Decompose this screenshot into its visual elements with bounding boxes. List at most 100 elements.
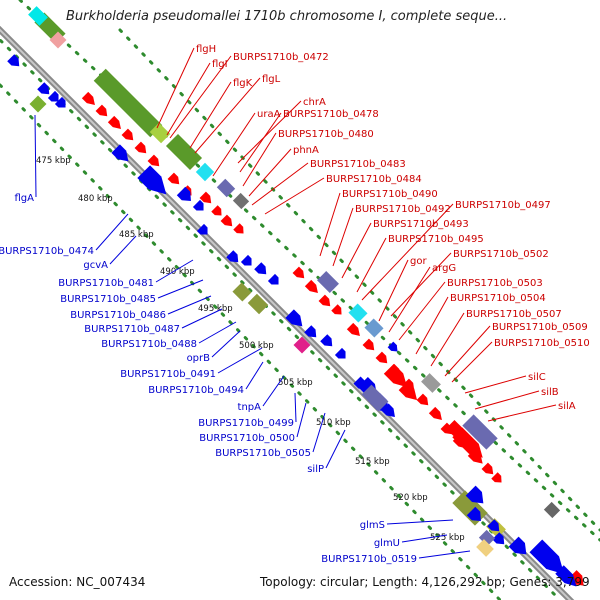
gene-shape[interactable] bbox=[361, 384, 389, 412]
forward-gene[interactable] bbox=[211, 205, 224, 218]
gene-label-uraA[interactable]: uraA bbox=[257, 109, 281, 120]
misc-feature[interactable] bbox=[364, 318, 384, 338]
misc-feature[interactable] bbox=[478, 529, 496, 547]
gene-shape[interactable] bbox=[220, 214, 236, 230]
gene-shape[interactable] bbox=[331, 304, 344, 317]
forward-gene[interactable] bbox=[81, 91, 98, 108]
gene-shape[interactable] bbox=[428, 406, 445, 423]
gene-shape[interactable] bbox=[387, 341, 401, 355]
gene-shape[interactable] bbox=[267, 273, 282, 288]
forward-gene[interactable] bbox=[95, 104, 111, 120]
gene-shape[interactable] bbox=[334, 347, 349, 362]
cds-block[interactable] bbox=[149, 122, 171, 144]
gene-shape[interactable] bbox=[233, 223, 246, 236]
gene-shape[interactable] bbox=[421, 373, 441, 393]
gene-label-argG[interactable]: argG bbox=[432, 263, 456, 274]
reverse-gene[interactable] bbox=[466, 506, 485, 525]
rrna-block[interactable] bbox=[247, 293, 269, 315]
gene-shape[interactable] bbox=[254, 262, 270, 278]
misc-feature[interactable] bbox=[421, 373, 441, 393]
gene-label-BURPS1710b_0510[interactable]: BURPS1710b_0510 bbox=[494, 338, 590, 349]
gene-shape[interactable] bbox=[29, 95, 47, 113]
gene-shape[interactable] bbox=[543, 501, 561, 519]
gene-label-BURPS1710b_0493[interactable]: BURPS1710b_0493 bbox=[373, 219, 469, 230]
reverse-gene[interactable] bbox=[226, 250, 242, 266]
misc-feature[interactable] bbox=[216, 178, 236, 198]
forward-gene[interactable] bbox=[362, 338, 378, 354]
gene-shape[interactable] bbox=[211, 205, 224, 218]
reverse-gene[interactable] bbox=[7, 54, 23, 70]
forward-gene[interactable] bbox=[121, 128, 137, 144]
gene-label-BURPS1710b_0497[interactable]: BURPS1710b_0497 bbox=[455, 200, 551, 211]
gene-shape[interactable] bbox=[167, 172, 183, 188]
forward-gene[interactable] bbox=[134, 141, 150, 157]
gene-shape[interactable] bbox=[462, 414, 498, 450]
gene-shape[interactable] bbox=[375, 351, 391, 367]
forward-gene[interactable] bbox=[491, 472, 504, 485]
cds-block[interactable] bbox=[29, 95, 47, 113]
gene-label-tnpA[interactable]: tnpA bbox=[238, 402, 262, 413]
gene-shape[interactable] bbox=[240, 254, 255, 269]
forward-gene[interactable] bbox=[199, 191, 215, 207]
reverse-gene[interactable] bbox=[320, 334, 336, 350]
forward-gene[interactable] bbox=[481, 462, 497, 478]
gene-shape[interactable] bbox=[37, 82, 53, 98]
gene-shape[interactable] bbox=[81, 91, 98, 108]
gene-shape[interactable] bbox=[487, 519, 503, 535]
forward-gene[interactable] bbox=[304, 279, 321, 296]
cds-block[interactable] bbox=[93, 68, 163, 138]
gene-shape[interactable] bbox=[247, 293, 269, 315]
reverse-gene[interactable] bbox=[285, 309, 306, 330]
cds-block[interactable] bbox=[165, 133, 203, 171]
gene-shape[interactable] bbox=[285, 309, 306, 330]
gene-label-BURPS1710b_0474[interactable]: BURPS1710b_0474 bbox=[0, 246, 94, 257]
reverse-gene[interactable] bbox=[487, 519, 503, 535]
gene-label-BURPS1710b_0494[interactable]: BURPS1710b_0494 bbox=[148, 385, 244, 396]
reverse-gene[interactable] bbox=[240, 254, 255, 269]
gene-shape[interactable] bbox=[478, 529, 496, 547]
gene-label-BURPS1710b_0487[interactable]: BURPS1710b_0487 bbox=[84, 324, 180, 335]
gene-shape[interactable] bbox=[465, 485, 489, 509]
reverse-gene[interactable] bbox=[137, 165, 172, 200]
reverse-gene[interactable] bbox=[37, 82, 53, 98]
forward-gene[interactable] bbox=[292, 266, 308, 282]
gene-shape[interactable] bbox=[364, 318, 384, 338]
forward-gene[interactable] bbox=[107, 115, 124, 132]
reverse-gene[interactable] bbox=[254, 262, 270, 278]
gene-label-BURPS1710b_0491[interactable]: BURPS1710b_0491 bbox=[120, 369, 216, 380]
gene-shape[interactable] bbox=[492, 532, 508, 548]
gene-shape[interactable] bbox=[192, 199, 207, 214]
gene-shape[interactable] bbox=[165, 133, 203, 171]
reverse-gene-labels[interactable]: flgABURPS1710b_0474gcvABURPS1710b_0481BU… bbox=[0, 193, 417, 565]
gene-label-gcvA[interactable]: gcvA bbox=[83, 260, 108, 271]
gene-label-glmU[interactable]: glmU bbox=[374, 538, 400, 549]
gene-shape[interactable] bbox=[304, 325, 320, 341]
gene-shape[interactable] bbox=[318, 294, 334, 310]
gene-shape[interactable] bbox=[232, 282, 252, 302]
forward-gene[interactable] bbox=[318, 294, 334, 310]
forward-gene-large[interactable] bbox=[445, 419, 470, 444]
gene-label-BURPS1710b_0488[interactable]: BURPS1710b_0488 bbox=[101, 339, 197, 350]
gene-label-flgL[interactable]: flgL bbox=[262, 74, 281, 85]
forward-gene[interactable] bbox=[375, 351, 391, 367]
gene-label-BURPS1710b_0490[interactable]: BURPS1710b_0490 bbox=[342, 189, 438, 200]
reverse-gene[interactable] bbox=[529, 539, 570, 580]
gene-label-oprB[interactable]: oprB bbox=[187, 353, 211, 364]
gene-label-BURPS1710b_0504[interactable]: BURPS1710b_0504 bbox=[450, 293, 546, 304]
misc-feature[interactable] bbox=[462, 414, 498, 450]
reverse-gene[interactable] bbox=[334, 347, 349, 362]
gene-label-BURPS1710b_0502[interactable]: BURPS1710b_0502 bbox=[453, 249, 549, 260]
gene-shape[interactable] bbox=[176, 186, 195, 205]
gene-label-BURPS1710b_0484[interactable]: BURPS1710b_0484 bbox=[326, 174, 422, 185]
reverse-gene[interactable] bbox=[387, 341, 401, 355]
gene-shape[interactable] bbox=[134, 141, 150, 157]
gene-label-flgA[interactable]: flgA bbox=[15, 193, 35, 204]
forward-gene[interactable] bbox=[220, 214, 236, 230]
reverse-gene[interactable] bbox=[196, 223, 211, 238]
gene-label-silP[interactable]: silP bbox=[307, 464, 324, 475]
gene-label-BURPS1710b_0503[interactable]: BURPS1710b_0503 bbox=[447, 278, 543, 289]
forward-gene[interactable] bbox=[331, 304, 344, 317]
gene-label-flgK[interactable]: flgK bbox=[233, 78, 253, 89]
forward-gene[interactable] bbox=[167, 172, 183, 188]
